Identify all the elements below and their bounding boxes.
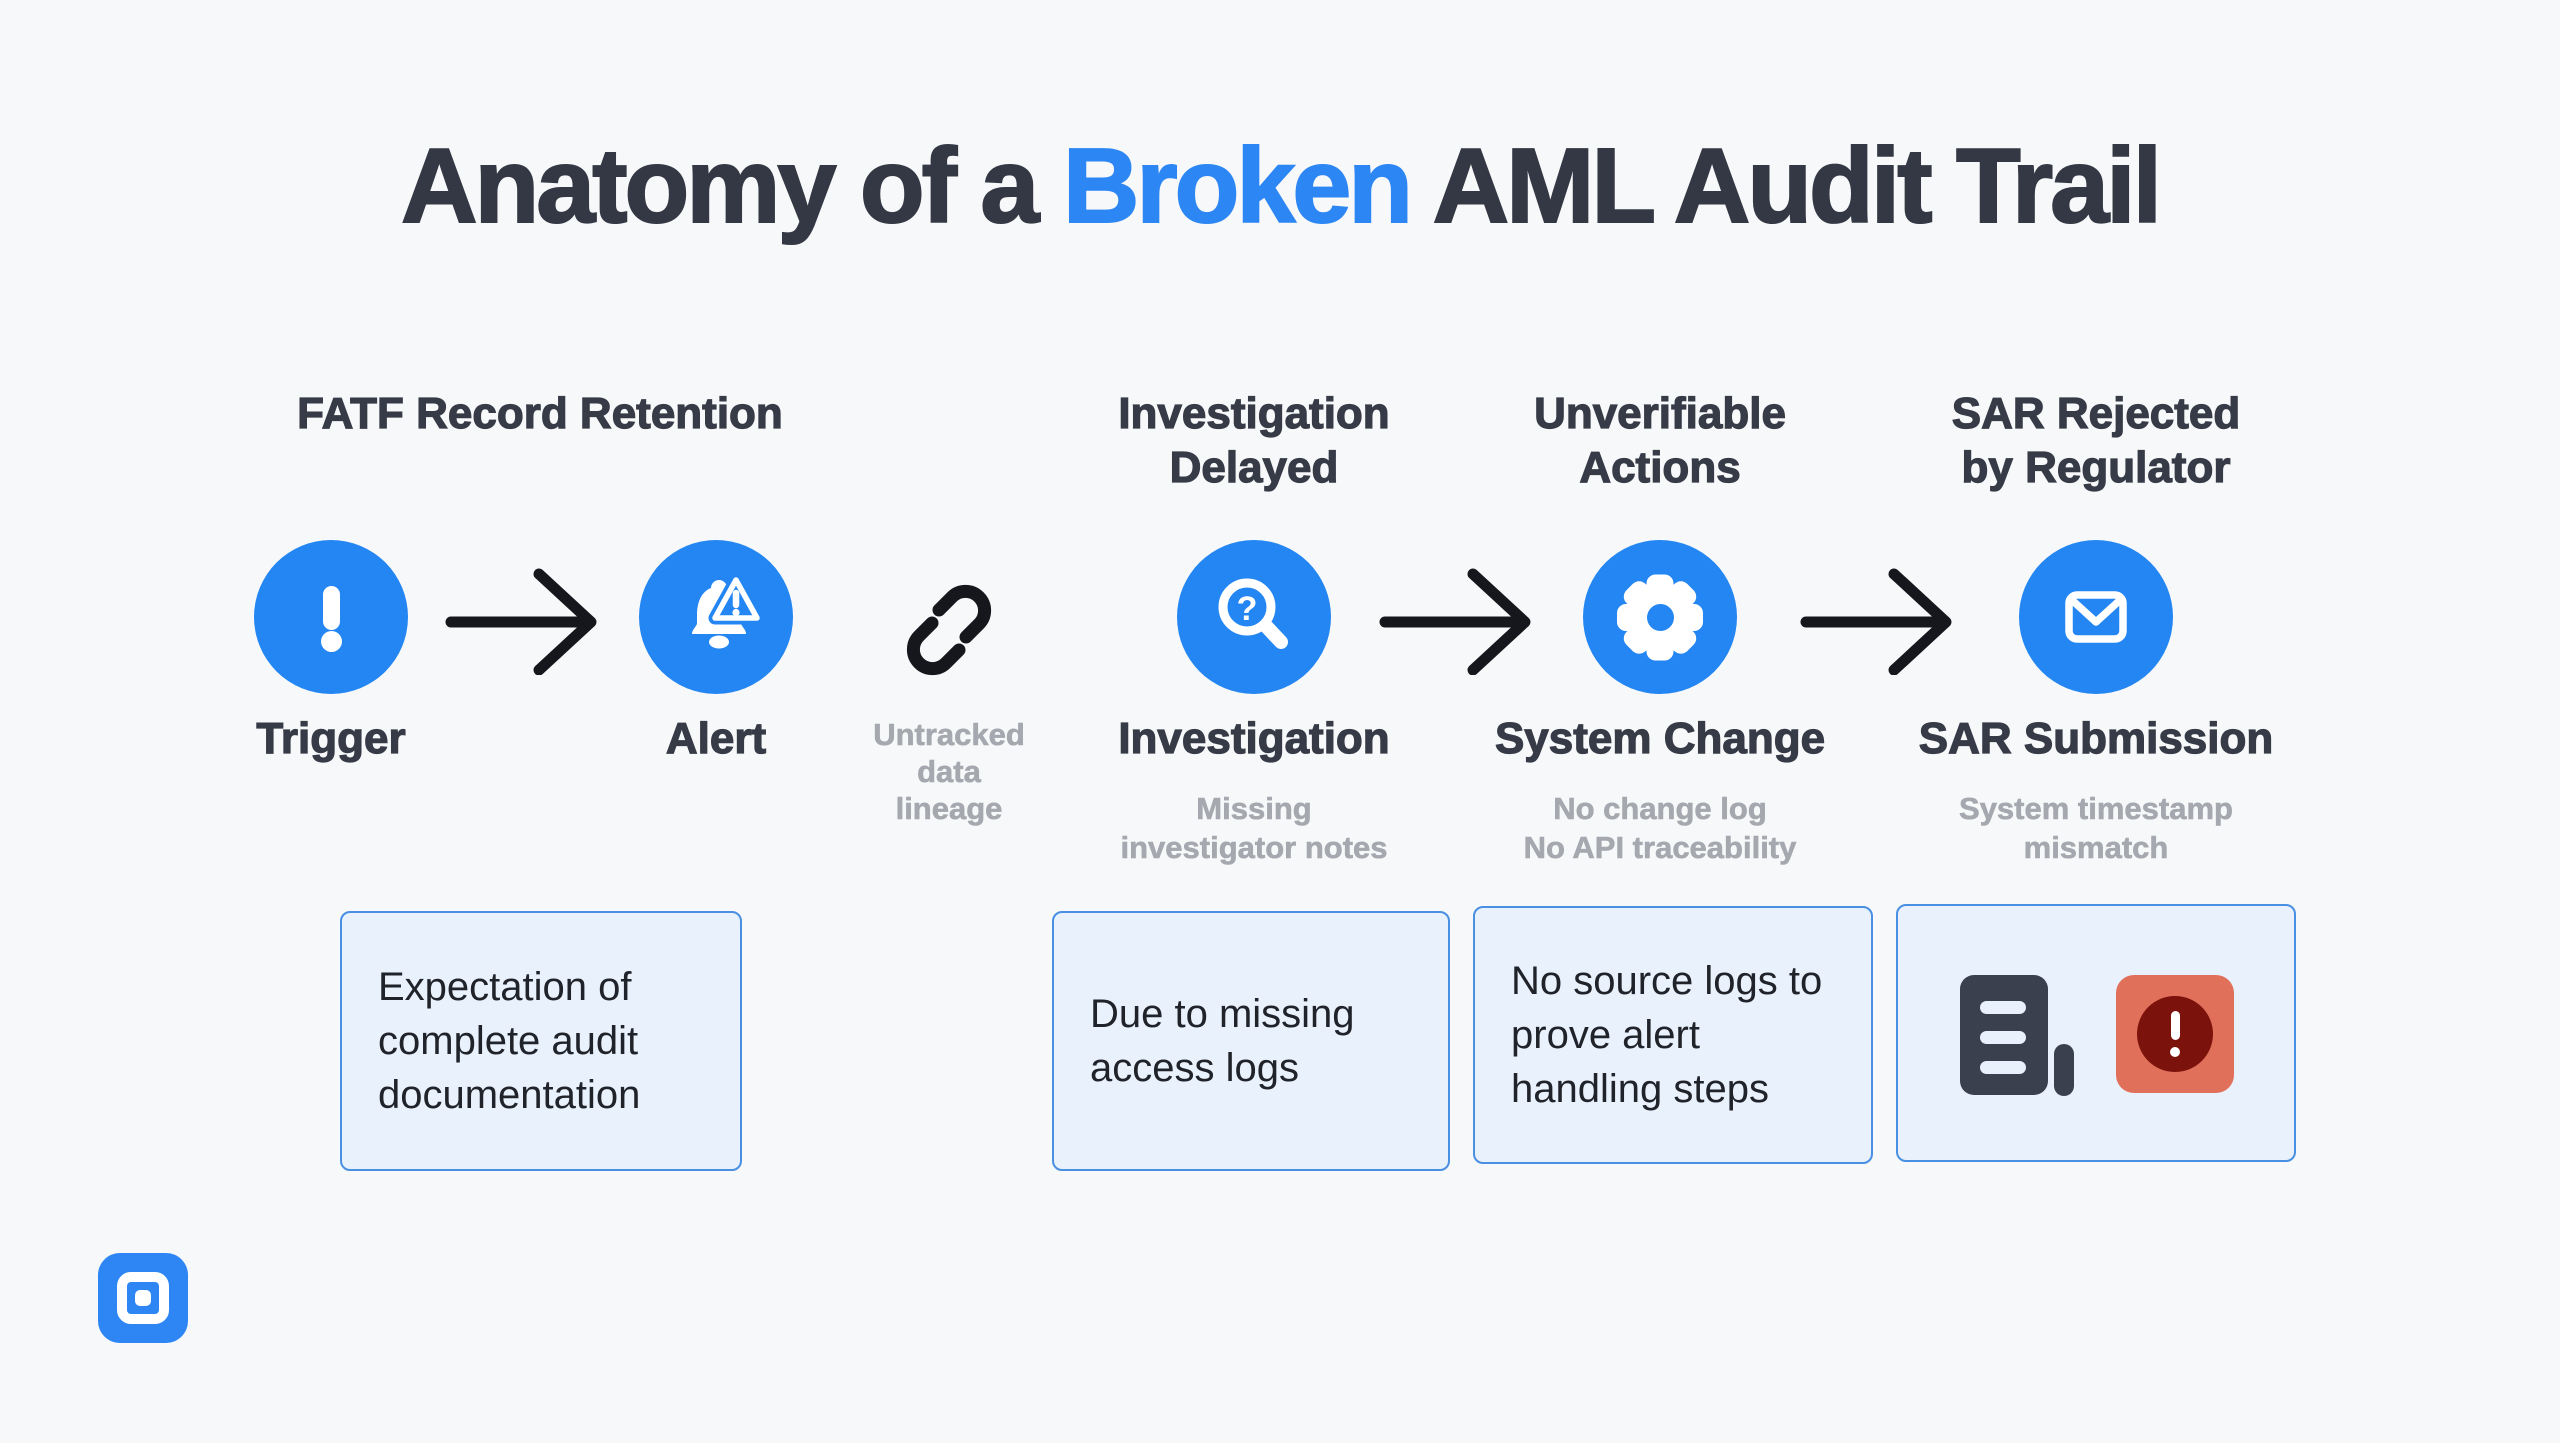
step-label-trigger: Trigger	[256, 713, 406, 763]
group-header-investigation-delayed: Investigation Delayed	[1118, 388, 1391, 492]
svg-text:?: ?	[1237, 590, 1258, 628]
investigation-step-circle: ?	[1177, 540, 1331, 694]
callout-no-source-logs: No source logs to prove alert handling s…	[1473, 906, 1873, 1164]
audit-log-icon-tab	[2054, 1044, 2074, 1096]
system-change-step-circle	[1583, 540, 1737, 694]
search-question-icon: ?	[1218, 578, 1288, 649]
audit-log-icon	[1960, 975, 2048, 1095]
gear-icon	[1617, 574, 1703, 660]
square-logo	[98, 1253, 188, 1343]
group-header-sar-rejected: SAR Rejected by Regulator	[1951, 388, 2241, 492]
callout-rejected-evidence	[1896, 904, 2296, 1162]
title-suffix: AML Audit Trail	[1410, 126, 2163, 246]
callout-missing-access-logs: Due to missing access logs	[1052, 911, 1450, 1171]
arrow-right-icon	[445, 568, 597, 675]
callout-expectation-text: Expectation of complete audit documentat…	[378, 965, 641, 1117]
title-highlight: Broken	[1062, 126, 1414, 246]
trigger-step-circle	[254, 540, 408, 694]
callout-no-source-logs-text: No source logs to prove alert handling s…	[1511, 959, 1823, 1111]
step-note-system-change: No change log No API traceability	[1523, 791, 1797, 866]
callout-expectation: Expectation of complete audit documentat…	[340, 911, 742, 1171]
page-title: Anatomy of a Broken AML Audit Trail	[0, 126, 2560, 247]
step-note-investigation: Missing investigator notes	[1120, 791, 1388, 866]
step-label-alert: Alert	[665, 713, 767, 763]
alert-step-circle	[639, 540, 793, 694]
square-logo-frame	[117, 1272, 169, 1324]
error-alert-icon	[2116, 975, 2234, 1093]
title-prefix: Anatomy of a	[400, 126, 1063, 246]
envelope-icon	[2065, 591, 2127, 643]
broken-link-icon	[906, 584, 992, 676]
exclamation-icon	[281, 567, 381, 667]
group-header-unverifiable-actions: Unverifiable Actions	[1533, 388, 1786, 492]
step-label-sar-submission: SAR Submission	[1918, 713, 2274, 763]
group-header-fatf-record-retention: FATF Record Retention	[297, 388, 784, 438]
step-label-investigation: Investigation	[1118, 713, 1391, 763]
square-logo-center	[135, 1290, 151, 1306]
sar-submission-step-circle	[2019, 540, 2173, 694]
bell-warning-icon	[692, 573, 764, 649]
connector-note-untracked-data-lineage: Untracked data lineage	[873, 717, 1025, 827]
arrow-right-icon	[1800, 568, 1952, 675]
arrow-right-icon	[1379, 568, 1531, 675]
step-note-sar-submission: System timestamp mismatch	[1959, 791, 2234, 866]
step-label-system-change: System Change	[1494, 713, 1826, 763]
callout-missing-access-logs-text: Due to missing access logs	[1090, 992, 1355, 1090]
